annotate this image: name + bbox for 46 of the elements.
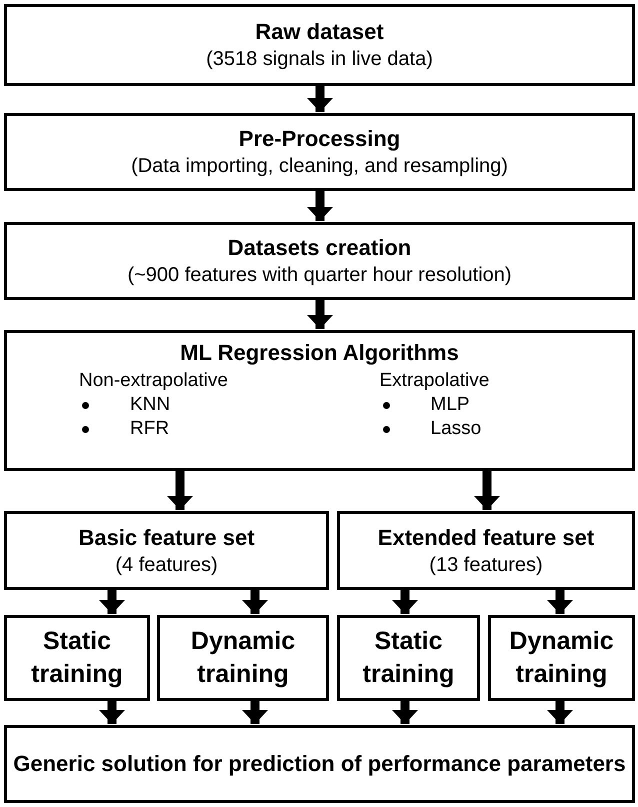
box-subtitle: (4 features) xyxy=(115,552,218,578)
column-heading: Extrapolative xyxy=(380,369,490,393)
process-box xyxy=(4,725,635,803)
arrow xyxy=(307,299,333,329)
process-box xyxy=(488,615,635,701)
arrow xyxy=(392,700,418,724)
process-box xyxy=(4,330,635,471)
list-item: Lasso xyxy=(430,417,482,441)
arrow xyxy=(392,589,418,614)
process-box xyxy=(157,615,329,701)
list-item: MLP xyxy=(430,393,470,417)
box-subtitle: (3518 signals in live data) xyxy=(206,47,433,72)
box-title: Datasets creation xyxy=(228,234,412,262)
list-item: KNN xyxy=(130,393,170,417)
arrow xyxy=(167,470,193,510)
arrow xyxy=(307,85,333,112)
box-subtitle: (13 features) xyxy=(429,552,543,578)
arrow xyxy=(242,700,268,724)
process-box xyxy=(4,511,329,590)
box-title: Basic feature set xyxy=(78,524,255,552)
process-box xyxy=(4,615,150,701)
box-title: Dynamic training xyxy=(508,626,615,690)
process-box xyxy=(337,615,480,701)
box-title: Dynamic training xyxy=(190,626,296,690)
box-title: Static training xyxy=(362,626,456,690)
box-title: Pre-Processing xyxy=(238,125,400,153)
process-box xyxy=(4,222,635,300)
arrow xyxy=(547,700,573,724)
box-title: Extended feature set xyxy=(378,524,594,552)
arrow xyxy=(99,589,125,614)
box-title: Raw dataset xyxy=(255,18,384,46)
box-subtitle: (~900 features with quarter hour resolution) xyxy=(127,263,512,288)
box-subtitle: (Data importing, cleaning, and resampling) xyxy=(131,154,508,179)
arrow xyxy=(547,589,573,614)
arrow xyxy=(242,589,268,614)
box-title: Static training xyxy=(30,626,124,690)
arrow xyxy=(307,190,333,221)
column-heading: Non-extrapolative xyxy=(79,369,228,393)
arrow xyxy=(99,700,125,724)
box-title: ML Regression Algorithms xyxy=(180,339,459,367)
arrow xyxy=(474,470,500,510)
process-box xyxy=(4,113,635,191)
process-box xyxy=(4,4,635,86)
box-title: Generic solution for prediction of performance parameters xyxy=(13,750,626,778)
list-item: RFR xyxy=(130,417,170,441)
process-box xyxy=(337,511,635,590)
